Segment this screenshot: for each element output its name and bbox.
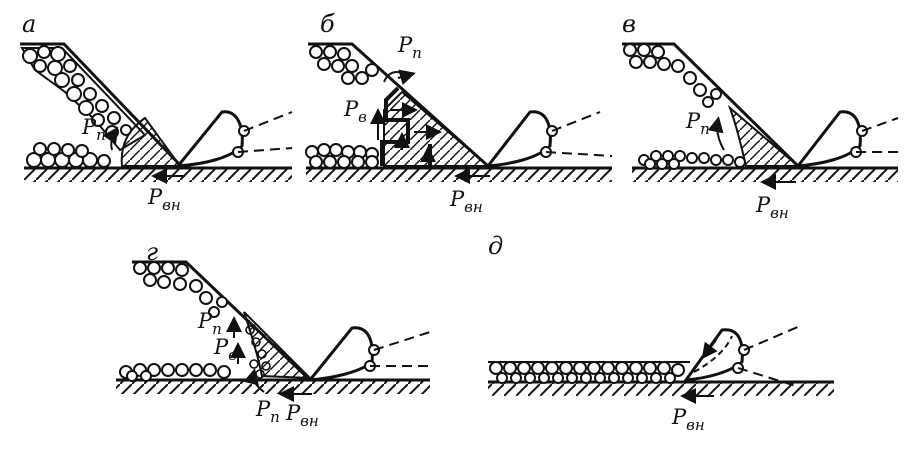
panel-letter: в bbox=[622, 10, 636, 38]
force-label-p-p: Pп bbox=[81, 115, 106, 144]
panel-a: а bbox=[20, 10, 293, 214]
svg-text:Pвн: Pвн bbox=[285, 401, 319, 430]
force-label-p-v: Pв bbox=[213, 335, 237, 364]
force-label-p-vn: Pвн bbox=[755, 193, 789, 222]
svg-text:Pп: Pп bbox=[197, 309, 222, 338]
force-label-p-vn: Pвн bbox=[285, 401, 319, 430]
force-label-p-vn: Pвн bbox=[449, 187, 483, 216]
bucket bbox=[794, 110, 899, 168]
force-label-p-p: Pп bbox=[397, 33, 422, 62]
bucket bbox=[306, 326, 431, 382]
rock-pile bbox=[622, 42, 800, 170]
bucket bbox=[174, 110, 293, 168]
ground-hatching bbox=[632, 168, 898, 182]
panel-letter: д bbox=[488, 232, 503, 260]
svg-text:Pп: Pп bbox=[255, 397, 280, 426]
svg-text:Pвн: Pвн bbox=[147, 185, 181, 214]
force-label-p-p-lower: Pп bbox=[255, 397, 280, 426]
svg-text:Pп: Pп bbox=[685, 109, 710, 138]
ground-hatching bbox=[488, 382, 834, 396]
svg-text:Pп: Pп bbox=[397, 33, 422, 62]
force-label-p-vn: Pвн bbox=[147, 185, 181, 214]
ground-hatching bbox=[116, 380, 430, 394]
bucket bbox=[484, 110, 613, 168]
force-label-p-p: Pп bbox=[685, 109, 710, 138]
hatched-wedge bbox=[383, 90, 491, 167]
svg-text:Pв: Pв bbox=[343, 97, 367, 126]
panel-g: г bbox=[116, 238, 431, 430]
svg-text:Pп: Pп bbox=[81, 115, 106, 144]
hatched-wedge bbox=[120, 116, 182, 167]
rock-pile bbox=[305, 42, 490, 169]
panel-letter: б bbox=[320, 10, 335, 38]
svg-text:Pв: Pв bbox=[213, 335, 237, 364]
bucket bbox=[682, 325, 801, 387]
force-label-p-v: Pв bbox=[343, 97, 367, 126]
panel-letter: а bbox=[22, 10, 36, 38]
svg-text:Pвн: Pвн bbox=[671, 405, 705, 434]
hatched-wedge bbox=[727, 104, 801, 167]
hatched-wedge bbox=[243, 311, 313, 380]
svg-text:Pвн: Pвн bbox=[449, 187, 483, 216]
panel-b: б bbox=[305, 10, 613, 216]
panel-v: в bbox=[622, 10, 899, 222]
panel-d: д bbox=[488, 232, 834, 434]
svg-text:Pвн: Pвн bbox=[755, 193, 789, 222]
force-label-p-vn: Pвн bbox=[671, 405, 705, 434]
force-label-p-p-upper: Pп bbox=[197, 309, 222, 338]
rock-layer bbox=[488, 361, 690, 384]
panel-letter: г bbox=[146, 238, 158, 266]
